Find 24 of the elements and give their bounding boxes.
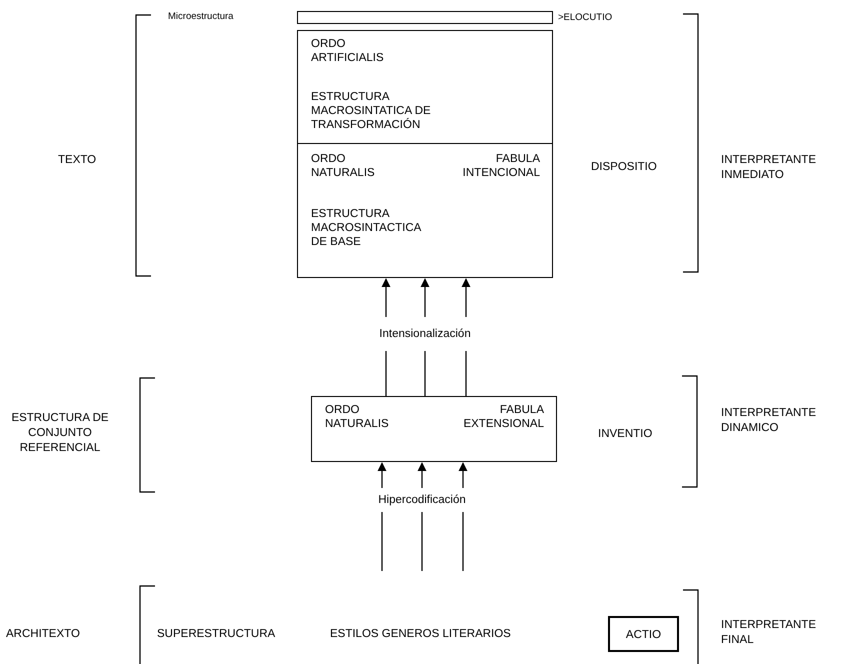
side-label: Microestructura <box>168 11 234 23</box>
side-label: INVENTIO <box>598 427 652 442</box>
text-box <box>608 616 679 652</box>
side-label: TEXTO <box>58 153 96 168</box>
box-text: ORDO NATURALIS <box>311 152 376 180</box>
box-text: ACTIO <box>624 628 662 642</box>
side-label: INTERPRETANTE INMEDIATO <box>721 153 817 183</box>
side-label: INTERPRETANTE FINAL <box>721 618 817 648</box>
text-box <box>297 30 553 278</box>
box-text: ESTRUCTURA MACROSINTATICA DE TRANSFORMACIÓN <box>311 90 432 132</box>
box-text: ORDO ARTIFICIALIS <box>311 37 385 65</box>
box-text: ORDO NATURALIS <box>325 403 390 431</box>
side-label: INTERPRETANTE DINAMICO <box>721 406 817 436</box>
box-text: FABULA INTENCIONAL <box>462 152 540 180</box>
box-text: ESTRUCTURA MACROSINTACTICA DE BASE <box>311 207 422 249</box>
box-text: FABULA EXTENSIONAL <box>462 403 544 431</box>
side-label: DISPOSITIO <box>591 160 657 175</box>
side-label: SUPERESTRUCTURA <box>157 627 276 642</box>
empty-bar <box>297 11 553 24</box>
side-label: ESTILOS GENEROS LITERARIOS <box>330 627 511 642</box>
text-box <box>311 396 557 462</box>
side-label: >ELOCUTIO <box>558 12 612 24</box>
side-label: ARCHITEXTO <box>6 627 80 642</box>
side-label: ESTRUCTURA DE CONJUNTO REFERENCIAL <box>10 411 110 456</box>
